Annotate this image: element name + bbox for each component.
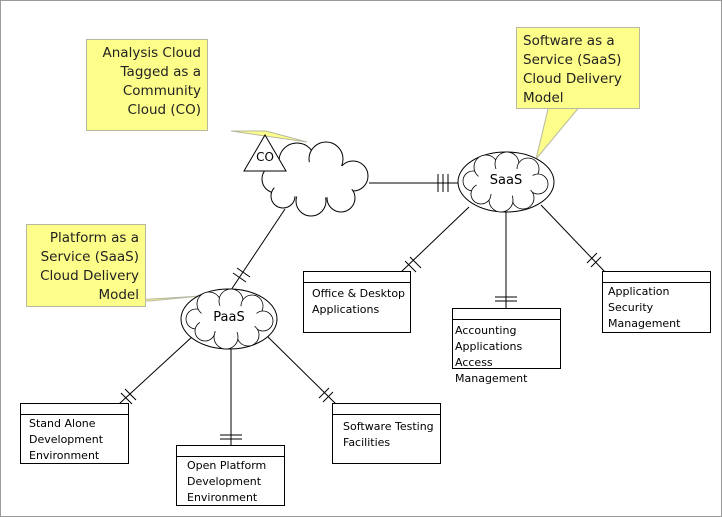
saas-model-callout: Software as a Service (SaaS) Cloud Deliv… <box>516 27 640 109</box>
connector-co-paas <box>228 208 286 294</box>
saas-callout-pointer <box>535 104 583 160</box>
connector-paas-testing <box>266 335 337 405</box>
cardinality-office <box>404 256 422 273</box>
community-tag-triangle <box>243 134 287 172</box>
analysis-cloud-callout: Analysis Cloud Tagged as a Community Clo… <box>86 39 208 131</box>
paas-model-callout: Platform as a Service (SaaS) Cloud Deliv… <box>26 224 146 307</box>
cardinality-co-saas <box>437 174 449 192</box>
entity-office-desktop-applications: Office & Desktop Applications <box>303 271 411 333</box>
cardinality-testing <box>318 387 334 403</box>
cardinality-accounting <box>495 296 517 302</box>
saas-model-callout-text: Software as a Service (SaaS) Cloud Deliv… <box>523 33 622 106</box>
cardinality-standalone <box>120 388 137 405</box>
entity-stand-alone-development-environment: Stand Alone Development Environment <box>20 403 129 464</box>
analysis-callout-pointer <box>230 130 308 143</box>
paas-model-callout-text: Platform as a Service (SaaS) Cloud Deliv… <box>40 230 139 303</box>
connector-saas-security <box>540 204 606 273</box>
connector-paas-standalone <box>118 335 194 405</box>
entity-software-testing-facilities: Software Testing Facilities <box>332 403 441 464</box>
entity-accounting-access-management-label: Accounting Applications Access Managemen… <box>455 324 528 385</box>
entity-accounting-access-management: Accounting Applications Access Managemen… <box>452 308 561 385</box>
analysis-cloud-callout-text: Analysis Cloud Tagged as a Community Clo… <box>102 45 201 118</box>
cardinality-security <box>586 252 602 268</box>
entity-open-platform-development-environment-label: Open Platform Development Environment <box>187 459 267 504</box>
entity-open-platform-development-environment: Open Platform Development Environment <box>176 445 285 506</box>
entity-stand-alone-development-environment-label: Stand Alone Development Environment <box>29 417 104 462</box>
entity-application-security-management-label: Application Security Management <box>608 285 681 330</box>
paas-cloud-label: PaaS <box>213 310 245 325</box>
entity-application-security-management: Application Security Management <box>602 271 711 333</box>
community-tag-label: CO <box>256 150 274 164</box>
cardinality-openplatform <box>220 434 242 440</box>
entity-office-desktop-applications-label: Office & Desktop Applications <box>312 287 406 316</box>
entity-software-testing-facilities-label: Software Testing Facilities <box>343 420 434 449</box>
connector-saas-office <box>400 206 470 273</box>
saas-cloud-label: SaaS <box>489 173 523 188</box>
cardinality-co-paas <box>232 267 251 283</box>
